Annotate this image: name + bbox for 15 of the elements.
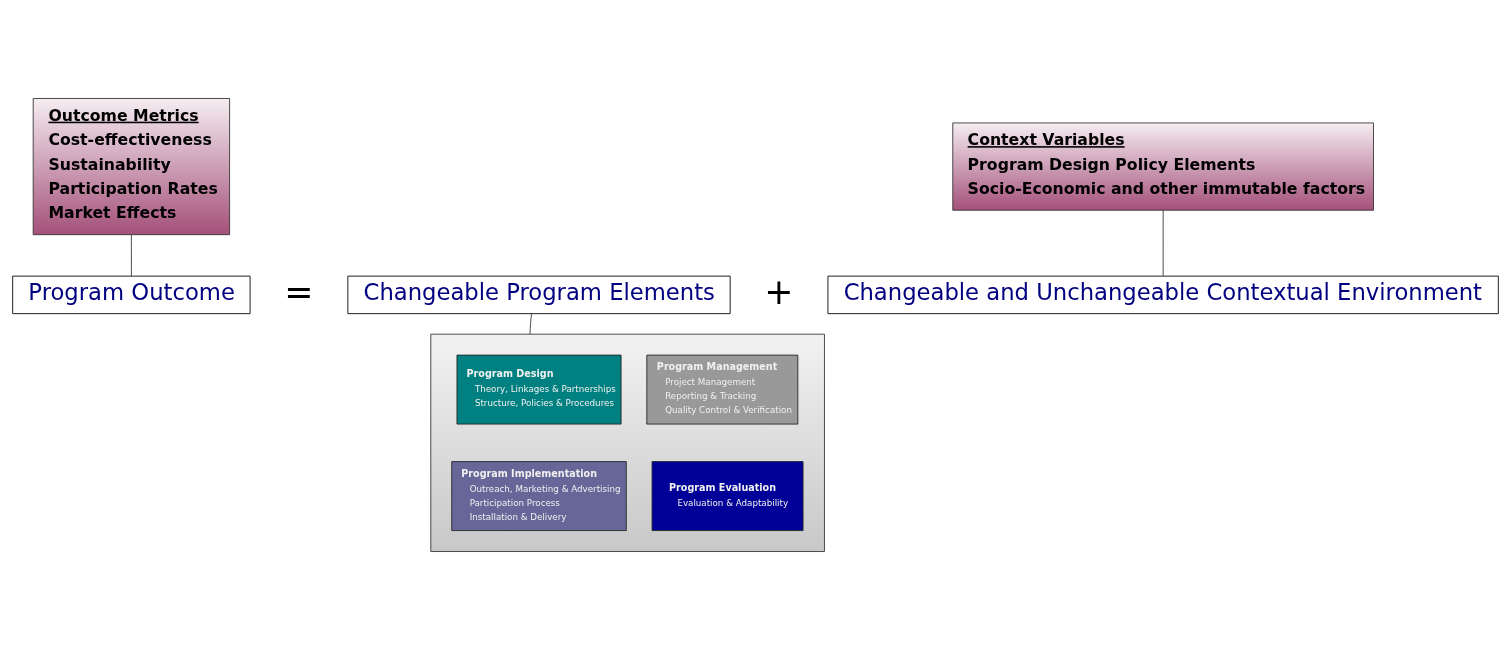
label: + xyxy=(764,271,794,312)
node-box: Program Outcome xyxy=(12,275,251,315)
node-box: Context Variables Program Design Policy Elements Socio-Economic and other immutable factors xyxy=(952,122,1374,211)
label: = xyxy=(284,271,314,312)
node-box: Program Design Theory, Linkages & Partnerships Structure, Policies & Procedures xyxy=(456,354,622,425)
node-box: Changeable Program Elements xyxy=(347,275,731,315)
node-box: Program Evaluation Evaluation & Adaptability xyxy=(651,461,804,531)
node-box: Program Implementation Outreach, Marketing & Advertising Participation Process Installation & Delivery xyxy=(451,461,627,531)
connector xyxy=(529,313,533,335)
cluster xyxy=(430,333,825,552)
node-box: Program Management Project Management Reporting & Tracking Quality Control & Verification xyxy=(646,354,799,425)
node-box: Outcome Metrics Cost-effectiveness Sustainability Participation Rates Market Effects xyxy=(32,98,230,236)
connector xyxy=(130,234,132,277)
connector xyxy=(1162,209,1164,277)
node-box: Changeable and Unchangeable Contextual Environment xyxy=(827,275,1499,315)
